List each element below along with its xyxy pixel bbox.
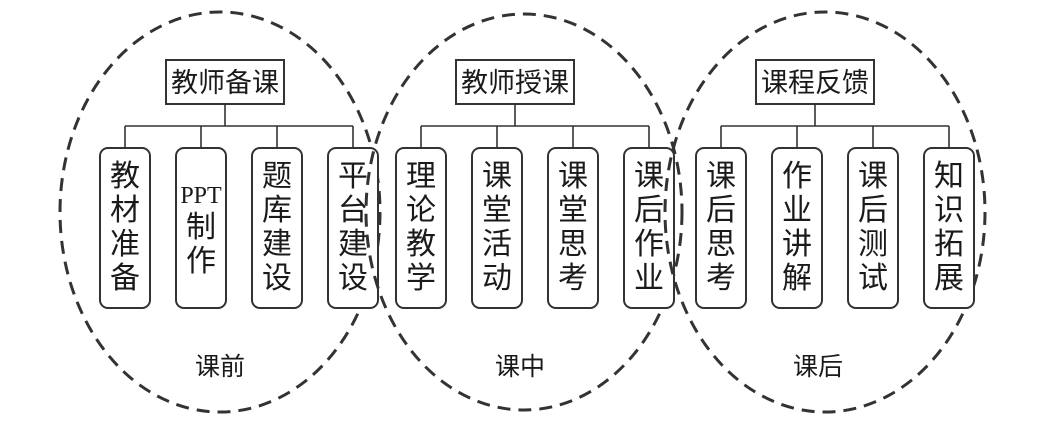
stage-label: 课中 [495, 352, 545, 381]
dashed-ellipse [364, 12, 684, 412]
header-box [755, 59, 875, 105]
item-label-char: 识 [934, 193, 964, 228]
item-label-char: 后 [634, 193, 664, 228]
item-label-char: 知 [934, 159, 964, 194]
item-label-char: 展 [934, 261, 964, 296]
item-label-char: 备 [110, 261, 140, 296]
item-label-char: 设 [262, 261, 292, 296]
item-label-char: 动 [482, 261, 512, 296]
item-label-char: 考 [558, 261, 588, 296]
item-label-char: 设 [338, 261, 368, 296]
item-label-char: 考 [706, 261, 736, 296]
item-label-char: 作 [186, 244, 216, 279]
item-label-char: 业 [634, 261, 664, 296]
item-label-char: 台 [338, 193, 368, 228]
item-label-char: 理 [406, 159, 436, 194]
item-label-char: 教 [406, 227, 436, 262]
item-label-char: 材 [110, 193, 140, 228]
item-label-char: 堂 [482, 193, 512, 228]
item-label-char: 堂 [558, 193, 588, 228]
stage-label: 课后 [793, 352, 843, 381]
header-label: 课程反馈 [761, 68, 869, 99]
item-label-char: 题 [262, 159, 292, 194]
item-label-char: 试 [858, 261, 888, 296]
item-label-char: 准 [110, 227, 140, 262]
item-label-char: 课 [858, 159, 888, 194]
item-label-char: 论 [406, 193, 436, 228]
item-label-char: 思 [706, 227, 736, 262]
item-label-char: 作 [782, 159, 812, 194]
item-label-char: 建 [338, 227, 368, 262]
stage-label: 课前 [195, 352, 245, 381]
item-label-char: 课 [558, 159, 588, 194]
dashed-ellipse [663, 10, 987, 414]
item-label-char: 后 [858, 193, 888, 228]
item-label-char: 库 [262, 193, 292, 228]
item-label-char: 课 [706, 159, 736, 194]
dashed-ellipse [58, 10, 382, 414]
item-label-char: 解 [782, 261, 812, 296]
item-label-char: 平 [338, 159, 368, 194]
item-label-char: 活 [482, 227, 512, 262]
item-label-char: 测 [858, 227, 888, 262]
item-label-char: 建 [262, 227, 292, 262]
header-label: 教师授课 [461, 68, 569, 99]
item-label-char: 拓 [934, 227, 964, 262]
item-label-char: 作 [634, 227, 664, 262]
item-label-char: 课 [482, 159, 512, 194]
item-label-char: PPT [180, 183, 222, 209]
item-label-char: 学 [406, 261, 436, 296]
item-label-char: 课 [634, 159, 664, 194]
header-label: 教师备课 [171, 68, 279, 99]
item-label-char: 讲 [782, 227, 812, 262]
item-label-char: 教 [110, 159, 140, 194]
item-label-char: 业 [782, 193, 812, 228]
item-label-char: 制 [186, 210, 216, 245]
item-label-char: 后 [706, 193, 736, 228]
item-label-char: 思 [558, 227, 588, 262]
